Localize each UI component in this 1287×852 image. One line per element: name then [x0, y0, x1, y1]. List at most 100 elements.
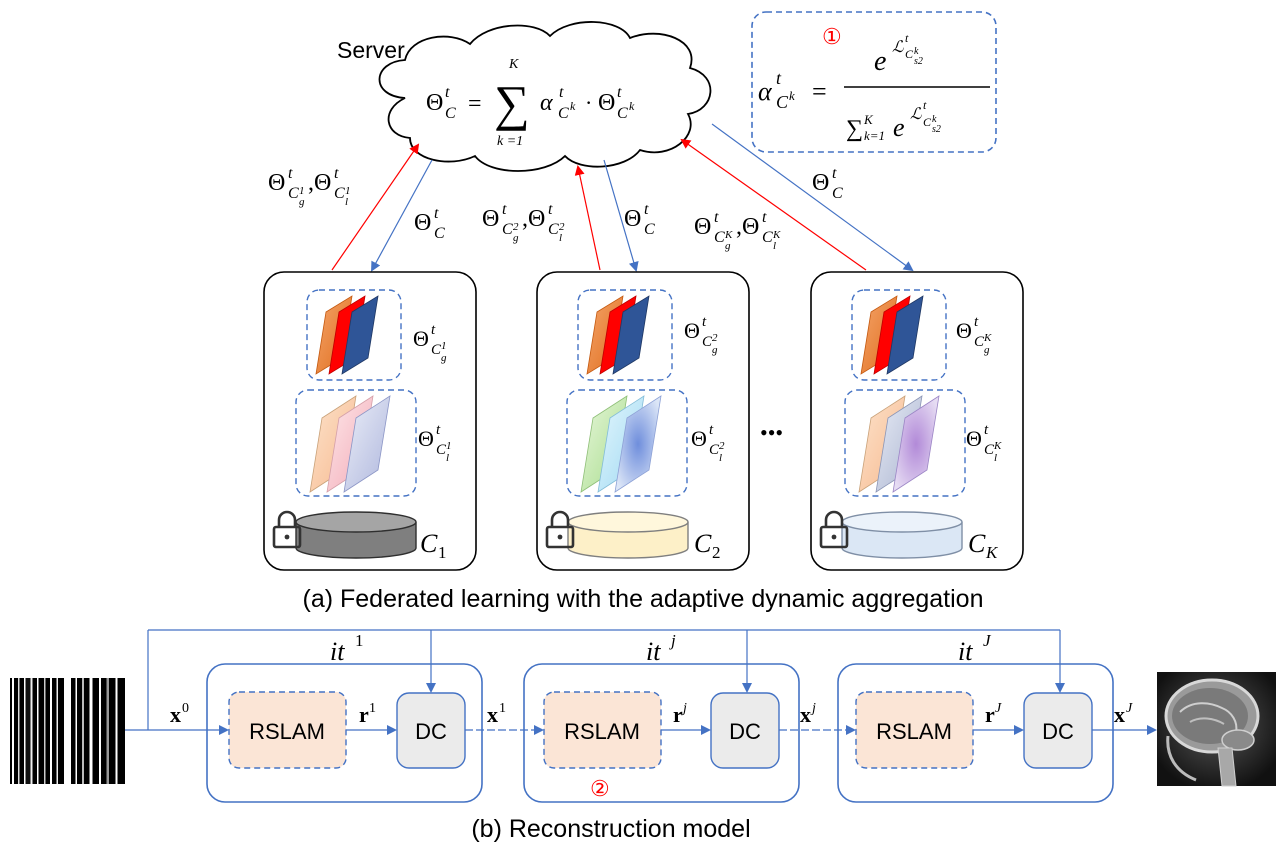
c2l-sup: t [709, 422, 714, 438]
client-2: Θ t C g 2 Θ t C l 2 C 2 [536, 271, 750, 571]
dl2-sup: t [644, 201, 649, 218]
xj-label: x j [800, 701, 816, 727]
ul1-sub-a-sup: 1 [299, 185, 305, 197]
client-2-global-layers-icon [586, 295, 650, 375]
ul2-sub-a-sub: g [513, 232, 519, 244]
client-K-local-box [844, 389, 966, 497]
rJ-sup: J [995, 701, 1002, 716]
client-2-global-param-label: Θ t C g 2 [684, 314, 718, 356]
client-1-global-box [306, 289, 402, 381]
eq-equals: = [468, 91, 482, 117]
cKl-sup: t [984, 422, 989, 438]
ul1-sub-b-sup: 1 [345, 185, 351, 197]
c1l-sub: C [436, 442, 447, 458]
r1-r: r [359, 702, 369, 727]
rslam-label-j: RSLAM [564, 719, 640, 744]
ul2-comma: , [522, 206, 528, 232]
client-K-global-param-label: Θ t C g K [956, 314, 992, 356]
ulK-sub-b-sub: l [773, 240, 776, 252]
download-label-K: Θ t C [812, 165, 843, 202]
c1l-sup: t [436, 422, 441, 438]
eq-sum-upper: K [508, 57, 519, 72]
upload-arrow-1 [331, 143, 420, 271]
client-1-global-layers-icon [315, 295, 379, 375]
c1g-sub-sup: 1 [441, 340, 447, 352]
wf-num-C: C [905, 47, 914, 61]
wf-den-L-sup: t [923, 98, 927, 112]
wf-alpha: α [758, 77, 773, 106]
data-consistency-bypass-lines [147, 629, 1065, 730]
c1g-sub-sub: g [441, 352, 447, 364]
c2g-sub-sup: 2 [712, 332, 718, 344]
ulK-sub-a-sup: K [724, 229, 733, 241]
ul2-theta: Θ [482, 206, 499, 232]
rJ-r: r [985, 702, 995, 727]
c2l-theta: Θ [691, 426, 707, 451]
c2-index: 2 [712, 543, 721, 562]
server-aggregation-equation: Θ t C = ∑ K k =1 α t C k · Θ t C k [426, 57, 635, 149]
c1-name: C [420, 529, 438, 558]
client-K-local-param-label: Θ t C l K [966, 422, 1002, 464]
c1g-theta: Θ [413, 326, 429, 351]
client-1-local-param-label: Θ t C l 1 [418, 422, 452, 464]
download-label-2: Θ t C [624, 201, 655, 238]
c1-index: 1 [438, 543, 447, 562]
ul1-sub-a: C [288, 185, 299, 202]
weight-formula-box [751, 11, 997, 153]
dlK-sub: C [832, 185, 843, 202]
ul2-sup: t [502, 201, 507, 218]
wf-num-e: e [874, 46, 886, 77]
x1-label: x 1 [487, 701, 506, 727]
iteration-box-j [523, 663, 800, 803]
c1l-theta: Θ [418, 426, 434, 451]
client-K-name: C K [968, 529, 999, 562]
c2g-theta: Θ [684, 318, 700, 343]
rj-r: r [673, 702, 683, 727]
ulK-sub-a-sub: g [725, 240, 731, 252]
c2g-sup: t [702, 314, 707, 330]
dlK-theta: Θ [812, 170, 829, 196]
client-K-global-layers-icon [860, 295, 924, 375]
x1-sup: 1 [499, 701, 506, 716]
xj-sup: j [810, 701, 816, 716]
wf-num-C-sub: s2 [914, 56, 923, 67]
ul2-sub-b: C [548, 221, 559, 238]
ul1-sub-b: C [334, 185, 345, 202]
eq-alpha: α [540, 90, 553, 116]
cKg-sub-sub: g [984, 344, 990, 356]
client-K-global-box [851, 289, 947, 381]
itJ-sup: J [983, 631, 992, 650]
upload-arrow-K [680, 138, 867, 271]
eq-theta: Θ [426, 90, 443, 116]
wf-alpha-subsup: k [789, 88, 795, 103]
client-1-database-icon [295, 511, 417, 559]
cKg-sup: t [974, 314, 979, 330]
iteration-box-J [837, 663, 1114, 803]
eq-theta2-sup: t [617, 84, 622, 101]
dc-label-J: DC [1042, 719, 1074, 744]
cKl-sub: C [984, 442, 995, 458]
xj-x: x [800, 702, 811, 727]
rJ-label: r J [985, 701, 1002, 727]
wf-num-L: ℒ [892, 39, 904, 56]
x0-x: x [170, 702, 181, 727]
ulK-comma: , [736, 214, 742, 240]
client-1-local-box [295, 389, 417, 497]
upload-label-1: Θ t C g 1 , Θ t C l 1 [268, 165, 351, 208]
ulK-sub-b: C [762, 229, 773, 246]
xJ-x: x [1114, 702, 1125, 727]
ul2-theta2: Θ [528, 206, 545, 232]
iteration-box-1 [206, 663, 483, 803]
ul1-sup: t [288, 165, 293, 182]
itj-sup: j [669, 631, 676, 650]
wf-alpha-sub: C [776, 92, 789, 112]
upload-arrow-2 [574, 165, 601, 271]
marker-2: ② [590, 776, 610, 801]
undersampling-mask-image-1 [10, 678, 64, 784]
client-2-database-icon [567, 511, 689, 559]
rslam-label-J: RSLAM [876, 719, 952, 744]
dl1-theta: Θ [414, 210, 431, 236]
caption-a: (a) Federated learning with the adaptive… [303, 585, 984, 613]
dl1-sup: t [434, 205, 439, 222]
